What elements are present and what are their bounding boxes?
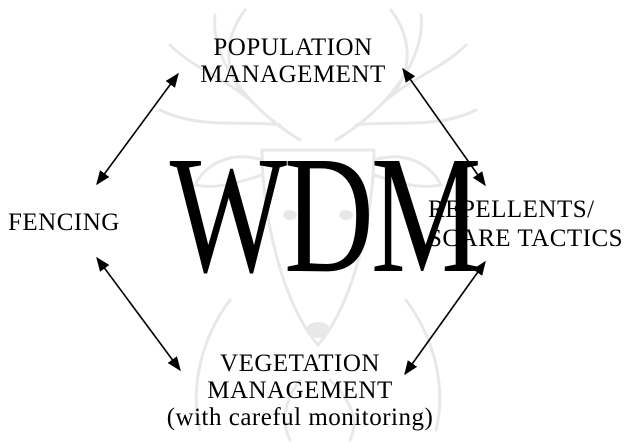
node-top-line-1: POPULATION <box>213 34 373 61</box>
node-left-line-1: FENCING <box>8 209 120 236</box>
node-vegetation-management: VEGETATION MANAGEMENT (with careful moni… <box>120 350 480 431</box>
node-repellents-scare-tactics: REPELLENTS/ SCARE TACTICS <box>428 195 633 253</box>
node-bottom-line-3: (with careful monitoring) <box>166 404 434 431</box>
center-label-wdm: WDM <box>169 122 482 308</box>
arrow-bottom-right <box>404 260 486 376</box>
arrow-top-right <box>402 67 486 187</box>
arrow-top-left <box>96 72 179 186</box>
node-right-line-2: SCARE TACTICS <box>428 225 624 252</box>
node-top-line-2: MANAGEMENT <box>200 61 386 88</box>
node-population-management: POPULATION MANAGEMENT <box>188 34 398 88</box>
node-bottom-line-2: MANAGEMENT <box>207 377 393 404</box>
node-bottom-line-1: VEGETATION <box>220 350 380 377</box>
arrow-bottom-left <box>96 256 181 372</box>
node-fencing: FENCING <box>8 209 138 236</box>
node-right-line-1: REPELLENTS/ <box>428 196 595 223</box>
